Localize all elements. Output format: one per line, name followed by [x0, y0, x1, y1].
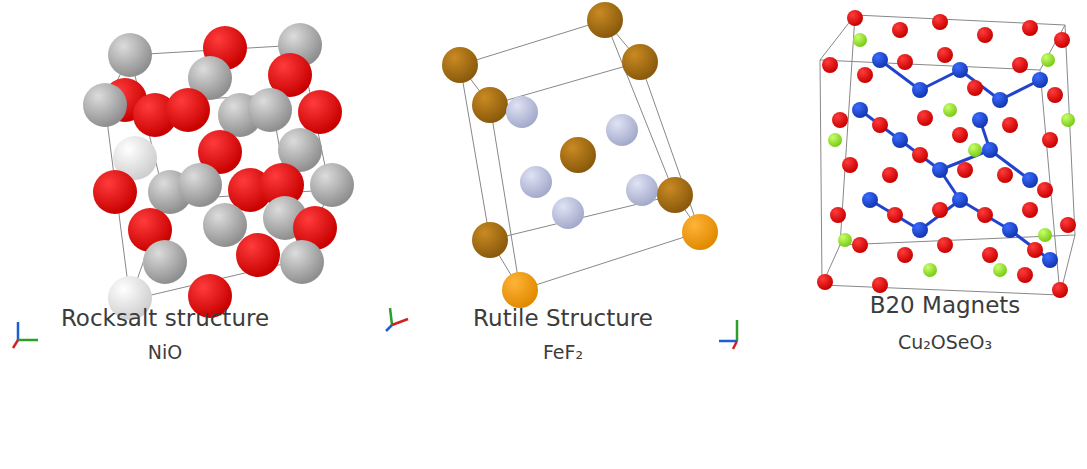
structure-caption: B20 Magnets — [870, 292, 1021, 318]
axis-icon — [386, 308, 408, 331]
formula-label: Cu₂OSeO₃ — [898, 331, 992, 353]
rocksalt-atoms — [83, 23, 354, 320]
axis-icon — [719, 320, 737, 349]
structure-caption: Rocksalt structure — [61, 305, 269, 331]
structure-caption: Rutile Structure — [473, 305, 653, 331]
formula-label: FeF₂ — [543, 341, 583, 363]
b20-cell — [820, 15, 1075, 295]
rutile-cell — [460, 20, 700, 290]
formula-label: NiO — [148, 341, 182, 363]
b20-atoms — [817, 10, 1076, 298]
rutile-atoms — [442, 2, 718, 308]
b20-bonds — [860, 60, 1050, 260]
axis-icon — [13, 322, 38, 348]
